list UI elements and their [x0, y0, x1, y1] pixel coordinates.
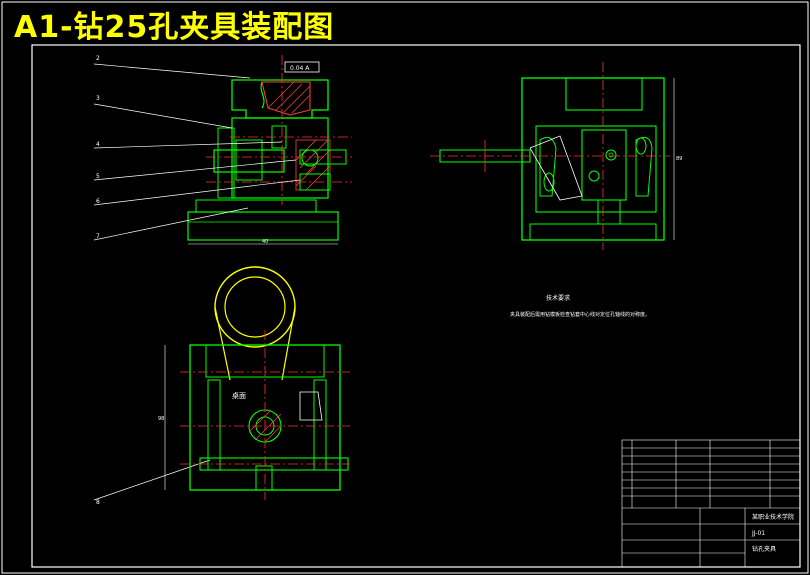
leader-label-3: 3 — [96, 95, 100, 102]
tolerance-frame — [284, 61, 320, 73]
leader-label-5: 5 — [96, 173, 100, 180]
plan-view-label: 桌面 — [232, 391, 246, 400]
drawing-title: A1-钻25孔夹具装配图 — [14, 10, 335, 45]
title-block — [621, 439, 801, 568]
front-width-dim: 40 — [262, 239, 268, 245]
side-view: 89 — [430, 62, 682, 250]
title-block-school: 某职业技术学院 — [752, 513, 794, 521]
leader-lines — [93, 63, 301, 501]
tolerance-text: 0.04 A — [290, 65, 310, 72]
tech-req-heading: 技术要求 — [546, 294, 570, 302]
leader-label-4: 4 — [96, 141, 100, 148]
leader-label-7: 7 — [96, 233, 100, 240]
tech-req-text: 夹具装配后需用钻模板检查钻套中心线对定位孔轴线的对称度。 — [510, 311, 650, 318]
leader-label-6: 6 — [96, 198, 100, 205]
leader-label-2: 2 — [96, 55, 100, 62]
side-height-dim: 89 — [676, 156, 682, 162]
leader-label-8: 8 — [96, 499, 100, 506]
plan-view: 98 桌面 — [158, 266, 350, 500]
inner-frame — [31, 44, 801, 568]
title-block-drawing-no: JJ-01 — [751, 530, 765, 537]
plan-height-dim: 98 — [158, 416, 164, 422]
front-view: 0.04 A 40 — [187, 55, 352, 245]
title-block-drawing-name: 钻孔夹具 — [752, 545, 776, 553]
